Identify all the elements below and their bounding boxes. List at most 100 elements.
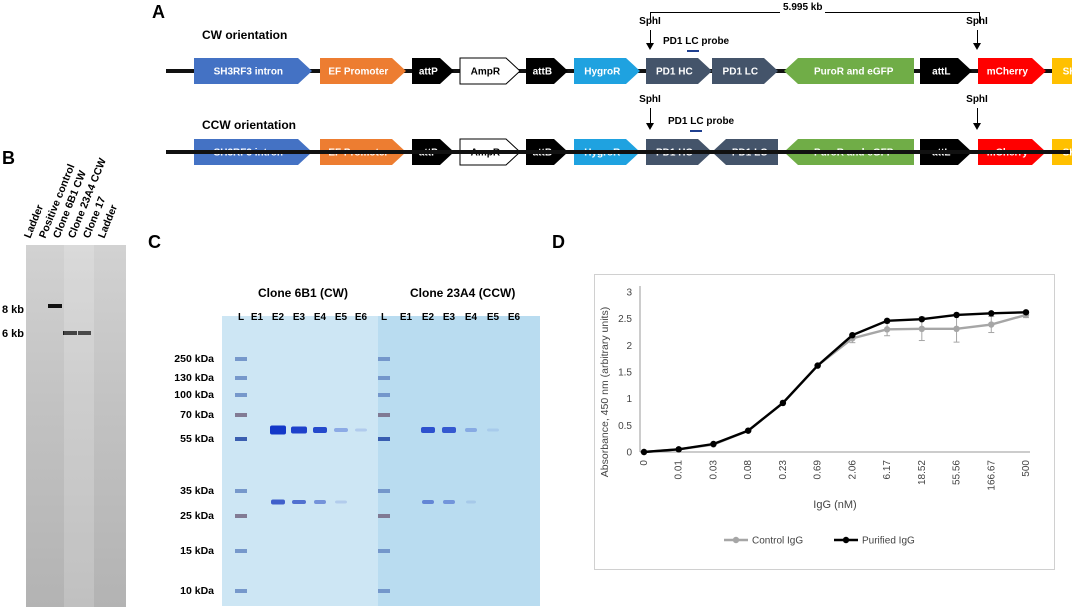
ccw-backbone xyxy=(166,150,1070,154)
y-tick-label: 3 xyxy=(626,288,632,299)
data-point xyxy=(640,448,648,456)
cw-element-label-11: mCherry xyxy=(987,67,1029,78)
y-tick-label: 1.5 xyxy=(618,368,632,379)
cw-element-label-6: HygroR xyxy=(584,67,621,78)
data-point xyxy=(779,399,787,407)
ladder-band xyxy=(235,549,247,553)
cw-element-6 xyxy=(574,58,640,84)
gel-group1-title: Clone 6B1 (CW) xyxy=(258,286,348,300)
cw-sphi-right: SphI xyxy=(966,16,988,27)
cw-element-label-5: attB xyxy=(533,67,552,78)
data-point xyxy=(675,446,682,453)
ladder-band xyxy=(235,357,247,361)
gel-group2-title: Clone 23A4 (CCW) xyxy=(410,286,516,300)
cw-probe-label: PD1 LC probe xyxy=(663,36,730,47)
cw-element-1 xyxy=(194,58,312,84)
heavy-chain-band xyxy=(313,427,327,433)
blot-marker-8kb: 8 kb xyxy=(2,304,25,316)
ladder-band xyxy=(378,393,390,397)
light-chain-band xyxy=(443,500,455,504)
ccw-probe-bar xyxy=(690,130,702,132)
data-point xyxy=(883,326,891,333)
gel-lane-header-3: E2 xyxy=(271,312,285,323)
gel-lane-header-11: E3 xyxy=(442,312,456,323)
heavy-chain-band xyxy=(465,428,477,432)
ladder-band xyxy=(378,589,390,593)
ladder-band xyxy=(235,437,247,441)
cw-element-label-7: PD1 HC xyxy=(656,67,693,78)
cw-sphi-left: SphI xyxy=(639,16,661,27)
gel-lane-header-1: L xyxy=(237,312,245,323)
gel-lane-header-9: E1 xyxy=(399,312,413,323)
cw-element-10 xyxy=(920,58,972,84)
cw-element-label-10: attL xyxy=(932,67,950,78)
light-chain-band xyxy=(314,500,326,504)
gel-mw-label-4: 70 kDa xyxy=(180,409,214,421)
panel-b-letter: B xyxy=(2,148,15,168)
cw-element-label-12: SH3RF3 intron xyxy=(1063,67,1072,78)
data-point xyxy=(849,332,856,339)
heavy-chain-band xyxy=(270,425,286,435)
gel-lane-header-5: E4 xyxy=(313,312,327,323)
x-axis-title: IgG (nM) xyxy=(813,499,856,511)
data-point xyxy=(1022,309,1030,316)
y-tick-label: 1 xyxy=(626,394,632,405)
gel-mw-label-9: 10 kDa xyxy=(180,585,214,597)
heavy-chain-band xyxy=(487,428,499,432)
blot-band-clone-6b1 xyxy=(63,331,77,335)
data-point xyxy=(814,362,821,369)
ladder-band xyxy=(235,489,247,493)
blot-marker-6kb: 6 kb xyxy=(2,328,25,340)
ladder-band xyxy=(378,514,390,518)
cw-element-label-1: SH3RF3 intron xyxy=(214,67,283,78)
gel-mw-label-1: 250 kDa xyxy=(174,353,214,365)
gel-lane-header-2: E1 xyxy=(250,312,264,323)
heavy-chain-band xyxy=(334,428,348,432)
sds-page-gel-right-half xyxy=(378,316,540,606)
data-point xyxy=(710,440,717,448)
legend-label-1: Control IgG xyxy=(752,536,803,547)
ladder-band xyxy=(235,393,247,397)
data-point xyxy=(918,316,926,323)
light-chain-band xyxy=(271,499,285,505)
cw-element-3 xyxy=(412,58,454,84)
gel-mw-label-8: 15 kDa xyxy=(180,545,214,557)
x-tick-label: 55.56 xyxy=(952,460,963,485)
x-tick-label: 6.17 xyxy=(882,460,893,480)
y-tick-label: 0.5 xyxy=(618,421,632,432)
legend-label-2: Purified IgG xyxy=(862,536,915,547)
ladder-band xyxy=(235,589,247,593)
x-tick-label: 0.23 xyxy=(778,460,789,480)
gel-lane-header-13: E5 xyxy=(486,312,500,323)
cw-element-4 xyxy=(459,57,521,85)
y-tick-label: 2 xyxy=(626,341,632,352)
data-point xyxy=(988,321,995,328)
data-point xyxy=(988,310,995,317)
ccw-sphi-left-arrow xyxy=(646,108,654,130)
cw-element-11 xyxy=(978,58,1046,84)
gel-lane-header-6: E5 xyxy=(334,312,348,323)
blot-band-positive-control xyxy=(48,304,62,308)
ladder-band xyxy=(378,376,390,380)
cw-title: CW orientation xyxy=(202,28,288,42)
blot-band-clone-23a4 xyxy=(78,331,91,335)
y-axis-title: Absorbance, 450 nm (arbitrary units) xyxy=(599,307,611,477)
x-tick-label: 0.03 xyxy=(708,460,719,480)
cw-element-2 xyxy=(320,58,406,84)
gel-mw-label-6: 35 kDa xyxy=(180,485,214,497)
light-chain-band xyxy=(292,500,306,504)
ladder-band xyxy=(378,357,390,361)
cw-probe-bar xyxy=(687,50,699,52)
light-chain-band xyxy=(335,500,347,504)
gel-lane-header-10: E2 xyxy=(421,312,435,323)
light-chain-band xyxy=(422,500,434,504)
x-tick-label: 0 xyxy=(639,460,650,466)
gel-mw-label-2: 130 kDa xyxy=(174,372,214,384)
gel-lane-header-4: E3 xyxy=(292,312,306,323)
gel-mw-label-7: 25 kDa xyxy=(180,510,214,522)
cw-element-label-3: attP xyxy=(419,67,438,78)
ladder-band xyxy=(378,413,390,417)
x-tick-label: 0.69 xyxy=(813,460,824,480)
